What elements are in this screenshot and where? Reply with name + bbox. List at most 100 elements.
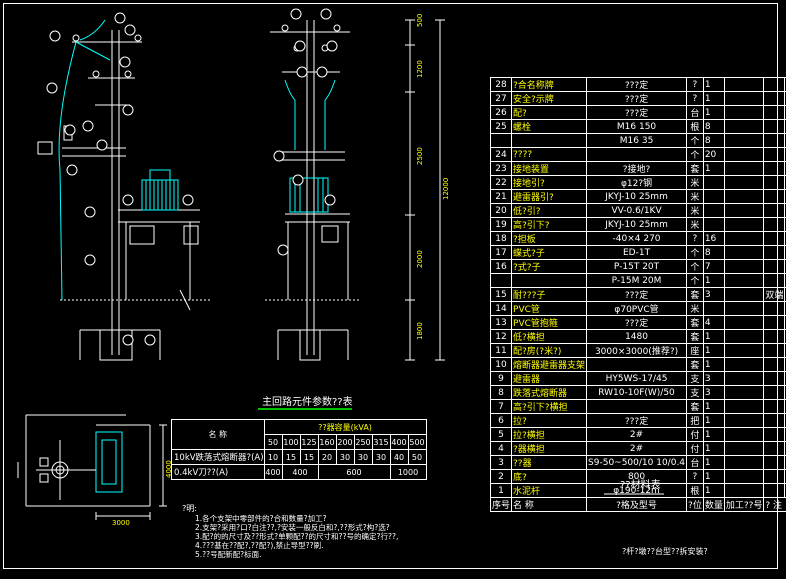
material-proc (723, 217, 765, 232)
material-mark (763, 77, 786, 92)
material-mark (763, 147, 786, 162)
material-no: 23 (489, 161, 513, 176)
material-row: 28?合名称牌???定?1 (489, 77, 786, 92)
material-spec: 2# (586, 427, 688, 442)
material-spec: JKYJ-10 25mm (586, 217, 688, 232)
notes-line: 3.配?的的尺寸及??形式?单颗配??的尺寸和??号的确定?行??, (195, 532, 399, 541)
material-unit: 个 (686, 147, 704, 162)
material-mark (763, 105, 786, 120)
plan-view (17, 414, 167, 520)
material-unit: 个 (686, 273, 704, 288)
material-proc (723, 245, 765, 260)
material-proc (723, 483, 765, 498)
material-name: 水泥杆 (511, 483, 588, 498)
material-no: 10 (489, 357, 513, 372)
material-no: 7 (489, 399, 513, 414)
material-qty: 1 (702, 413, 725, 428)
material-spec: ???定 (586, 91, 688, 106)
material-no: 1 (489, 483, 513, 498)
material-qty (702, 217, 725, 232)
material-unit: 支 (686, 385, 704, 400)
material-name: PVC管 (511, 301, 588, 316)
dim-1800: 1800 (416, 322, 424, 340)
material-name: ?式?子 (511, 259, 588, 274)
material-mark (763, 315, 786, 330)
material-name: 跌落式熔断器 (511, 385, 588, 400)
mt-header-spec: ?格及型号 (586, 497, 688, 512)
material-spec: M16 150 (586, 119, 688, 134)
material-no: 11 (489, 343, 513, 358)
material-qty (702, 189, 725, 204)
material-proc (723, 385, 765, 400)
dim-2500: 2500 (416, 147, 424, 165)
material-mark (763, 357, 786, 372)
material-spec (586, 357, 688, 372)
material-mark (763, 245, 786, 260)
material-unit: 个 (686, 133, 704, 148)
row1-cell: 30 (335, 449, 355, 465)
material-name: 配?房(?米?) (511, 343, 588, 358)
material-proc (723, 413, 765, 428)
material-unit: 座 (686, 343, 704, 358)
material-qty: 20 (702, 147, 725, 162)
material-no: 18 (489, 231, 513, 246)
material-proc (723, 189, 765, 204)
material-no: 27 (489, 91, 513, 106)
parameter-table: 名 称 ??器容量(kVA) 50 100 125 160 200 250 31… (171, 419, 427, 480)
material-proc (723, 119, 765, 134)
material-qty: 8 (702, 133, 725, 148)
material-no: 25 (489, 119, 513, 134)
param-capacity-header: ??器容量(kVA) (263, 419, 427, 435)
material-qty (702, 203, 725, 218)
mt-header-qty: 数量 (702, 497, 725, 512)
row2-cell: 400 (281, 464, 319, 480)
material-proc (723, 469, 765, 484)
material-spec: P-15T 20T (586, 259, 688, 274)
mt-header-unit: ?位 (686, 497, 704, 512)
material-no: 6 (489, 413, 513, 428)
mt-header-no: 序号 (489, 497, 513, 512)
row2-cell: 400 (263, 464, 283, 480)
mt-header-note: ? 注 (763, 497, 786, 512)
material-no: 3 (489, 455, 513, 470)
material-spec: RW10-10F(W)/50 (586, 385, 688, 400)
material-unit: 套 (686, 357, 704, 372)
material-mark (763, 427, 786, 442)
dim-1200: 1200 (416, 60, 424, 78)
material-name: 高?引下? (511, 217, 588, 232)
material-name: 耐???子 (511, 287, 588, 302)
row1-cell: 20 (317, 449, 337, 465)
cap-cell: 400 (389, 434, 409, 450)
material-proc (723, 77, 765, 92)
material-mark (763, 371, 786, 386)
material-name: 蝶式?子 (511, 245, 588, 260)
material-qty: 1 (702, 329, 725, 344)
material-no: 16 (489, 259, 513, 274)
mt-header-name: 名 称 (511, 497, 588, 512)
material-qty: 1 (702, 273, 725, 288)
cap-cell: 200 (335, 434, 355, 450)
material-no (489, 133, 513, 148)
material-proc (723, 343, 765, 358)
material-spec: ???定 (586, 315, 688, 330)
material-no: 19 (489, 217, 513, 232)
material-proc (723, 175, 765, 190)
materials-table-title: ??材料表 (620, 480, 661, 491)
material-spec: JKYJ-10 25mm (586, 189, 688, 204)
material-no: 2 (489, 469, 513, 484)
material-qty: 4 (702, 315, 725, 330)
material-name: 接地装置 (511, 161, 588, 176)
material-mark: 双端 (763, 287, 786, 302)
material-qty: 7 (702, 259, 725, 274)
cap-cell: 50 (263, 434, 283, 450)
material-qty: 1 (702, 483, 725, 498)
param-name-header: 名 称 (171, 419, 265, 450)
material-unit: 个 (686, 259, 704, 274)
material-proc (723, 147, 765, 162)
